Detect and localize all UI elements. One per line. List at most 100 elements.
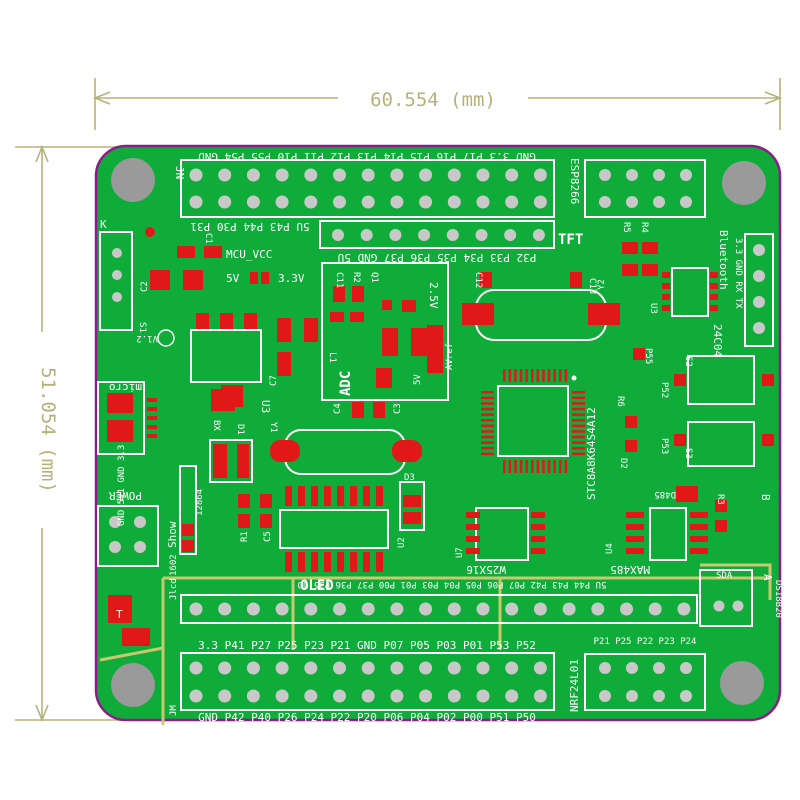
u2-pad [363, 552, 370, 572]
mcu-pad [572, 441, 585, 444]
label-s3: S3 [683, 448, 693, 459]
mcu-pad [503, 369, 506, 382]
label-r2: R2 [351, 272, 361, 283]
label-t: T [116, 608, 123, 621]
label-jlcd-pins: 5U P44 P43 P42 P07 P06 P05 P04 P03 P01 P… [298, 579, 607, 589]
label-5v: 5V [226, 272, 240, 285]
esp-pin-hole [653, 169, 665, 181]
jn-pin-hole [333, 195, 346, 209]
u7-pad [466, 536, 480, 542]
label-1602: 1602 [169, 554, 179, 576]
jn-pin-hole [419, 168, 433, 182]
width-dimension: 60.554 (mm) [92, 78, 783, 130]
label-r1: R1 [240, 531, 250, 542]
jn-pin-hole [246, 168, 260, 182]
mcu-pad [481, 413, 494, 416]
label-y2: Y2 [597, 279, 607, 290]
mcu-pad [514, 460, 517, 473]
label-tft: TFT [558, 232, 583, 248]
mcu-pad [572, 435, 585, 439]
label-c5: C5 [263, 531, 273, 542]
rs485-u4: U4 MAX485 D485 R3 B A [605, 486, 774, 581]
jlcd-pin-hole [246, 602, 260, 616]
esp-pin-hole [626, 169, 638, 181]
label-nrf-pins: P21 P25 P22 P23 P24 [594, 637, 697, 647]
jlcd-pin-hole [419, 602, 433, 616]
jlcd-pin-hole [447, 602, 461, 616]
u2-pad [337, 486, 344, 506]
nrf-pin-hole [599, 662, 611, 674]
label-w25x16: W25X16 [466, 563, 506, 576]
eeprom-pad [662, 272, 670, 278]
jm-pin-hole [361, 661, 375, 675]
tft-pin-hole [532, 229, 545, 241]
nrf-pin-hole [653, 662, 665, 674]
tft-pin-hole [389, 229, 402, 241]
u4-pad [690, 512, 708, 518]
mcu-pad [572, 407, 585, 411]
esp-pin-hole [626, 196, 638, 208]
jm-pin-hole [189, 689, 203, 703]
u2-pad [350, 552, 357, 572]
label-ds18b20: DS18B20 [773, 580, 783, 618]
usb-pad [147, 416, 157, 420]
jn-pin-hole [275, 168, 289, 182]
eeprom-pad [662, 294, 670, 300]
height-dimension: 51.054 (mm) [15, 144, 125, 723]
mcu-pad [572, 391, 585, 394]
esp-pin-hole [599, 169, 611, 181]
label-p53: P53 [659, 438, 669, 454]
jn-pin-hole [361, 195, 375, 209]
u2-pad [285, 552, 292, 572]
label-max485: MAX485 [610, 563, 650, 576]
eeprom-bluetooth: R5 R4 U3 24C04 Bluetooth 3.3 GND RX TX [621, 222, 774, 357]
mcu-pad [559, 369, 562, 382]
jm-pin-hole [533, 661, 547, 675]
mcu-pad [536, 460, 540, 473]
u2-pad [324, 552, 331, 572]
nrf-pin-hole [599, 690, 611, 702]
label-c12: C12 [473, 272, 483, 288]
header-jlcd: Jlcd 1602 5U P44 P43 P42 P07 P06 P05 P04… [169, 554, 783, 627]
jn-pin-hole [189, 168, 203, 182]
label-b: B [759, 494, 772, 501]
mcu-pad [572, 419, 585, 422]
label-jm-bottom-pins: GND P42 P40 P26 P24 P22 P20 P06 P04 P02 … [198, 711, 536, 724]
u2-pad [298, 552, 305, 572]
jlcd-pin-hole [189, 602, 203, 616]
mcu-pad [481, 419, 494, 422]
jlcd-pin-hole [390, 602, 404, 616]
mcu-pad [525, 369, 528, 382]
mcu-pad [481, 435, 494, 439]
u2-pad [285, 486, 292, 506]
u4-pad [690, 524, 708, 530]
mcu-pad [542, 460, 545, 473]
label-bt-pins: 3.3 GND RX TX [733, 238, 743, 309]
nrf-pin-hole [680, 690, 692, 702]
label-jn-top-pins: GND 3.3 P17 P16 P15 P14 P13 P12 P11 P10 … [198, 150, 536, 163]
jn-pin-hole [476, 168, 490, 182]
tft-pin-hole [504, 229, 517, 241]
mcu-pad [481, 452, 494, 456]
label-nrf24l01: NRF24L01 [568, 659, 581, 712]
jlcd-pin-hole [505, 602, 519, 616]
eeprom-pad [710, 305, 718, 311]
jlcd-pin-hole [620, 602, 633, 616]
jlcd-pin-hole [533, 602, 547, 616]
u2-pad [337, 552, 344, 572]
bluetooth-pin-hole [753, 322, 765, 334]
power-section: C2 C1 MCU_VCC 3.3V 5V U3 C7 V1.2 micro [97, 233, 318, 455]
mcu-pad [481, 407, 494, 411]
flash-u7: U7 W25X16 [455, 507, 545, 576]
eeprom-pad [710, 294, 718, 300]
label-d3: D3 [404, 473, 415, 483]
jm-pin-hole [476, 689, 490, 703]
label-bluetooth: Bluetooth [717, 230, 730, 290]
mcu-pad [481, 447, 494, 450]
mcu-pad [508, 460, 512, 473]
u4-pad [690, 548, 708, 554]
label-r4: R4 [639, 222, 649, 233]
mcu-pad [547, 369, 551, 382]
mcu-pad [572, 452, 585, 456]
mcu-pad [481, 391, 494, 394]
